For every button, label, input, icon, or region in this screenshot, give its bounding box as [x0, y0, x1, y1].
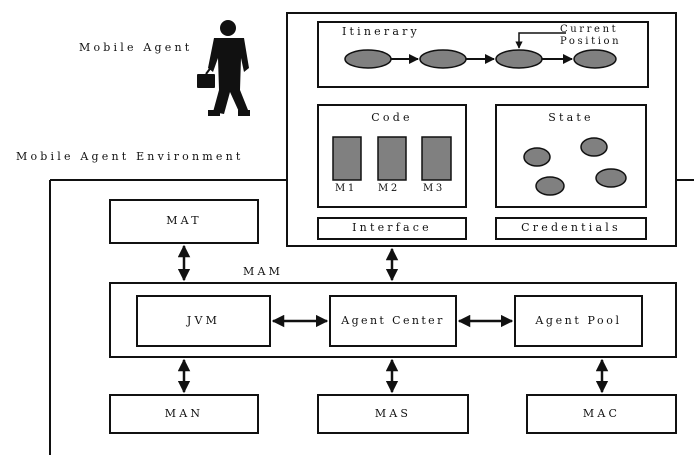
itinerary-label: Itinerary: [342, 25, 420, 38]
interface-box: [317, 217, 467, 240]
module-m3-label: M3: [423, 183, 445, 194]
module-m2-label: M2: [378, 183, 400, 194]
connectors: [177, 244, 609, 394]
jvm-box: [136, 295, 271, 347]
itinerary-node-1: [344, 49, 392, 69]
credentials-label: Credentials: [521, 221, 621, 234]
itinerary-node-4: [573, 49, 617, 69]
credentials-box: [495, 217, 647, 240]
mac-box: [526, 394, 677, 434]
environment-boundary: [49, 179, 694, 455]
mat-label: MAT: [166, 214, 202, 227]
itinerary-nodes: [344, 49, 617, 69]
module-m1-label: M1: [335, 183, 357, 194]
state-item-1: [523, 147, 551, 167]
businessman-with-briefcase-icon: [197, 20, 250, 116]
mas-box: [317, 394, 469, 434]
agent-pool-box: [514, 295, 643, 347]
module-m1: [332, 136, 362, 181]
current-position-pointer: [515, 32, 566, 49]
man-box: [109, 394, 259, 434]
module-m2: [377, 136, 407, 181]
mas-label: MAS: [374, 407, 412, 420]
state-item-3: [535, 176, 565, 196]
state-label: State: [548, 111, 594, 124]
itinerary-node-3: [495, 49, 543, 69]
mam-label: MAM: [243, 265, 284, 278]
mac-label: MAC: [582, 407, 621, 420]
state-box: [495, 104, 647, 208]
current-position-label: Current Position: [560, 24, 622, 47]
mobile-agent-environment-label: Mobile Agent Environment: [16, 150, 244, 163]
itinerary-node-2: [419, 49, 467, 69]
interface-label: Interface: [352, 221, 432, 234]
agent-center-label: Agent Center: [341, 314, 445, 327]
mat-box: [109, 199, 259, 244]
state-item-2: [580, 137, 608, 157]
agent-center-box: [329, 295, 457, 347]
agent-pool-label: Agent Pool: [535, 314, 622, 327]
man-label: MAN: [164, 407, 204, 420]
code-label: Code: [371, 111, 413, 124]
module-m3: [421, 136, 452, 181]
mobile-agent-label: Mobile Agent: [79, 41, 193, 54]
jvm-label: JVM: [186, 314, 221, 327]
state-item-4: [595, 168, 627, 188]
